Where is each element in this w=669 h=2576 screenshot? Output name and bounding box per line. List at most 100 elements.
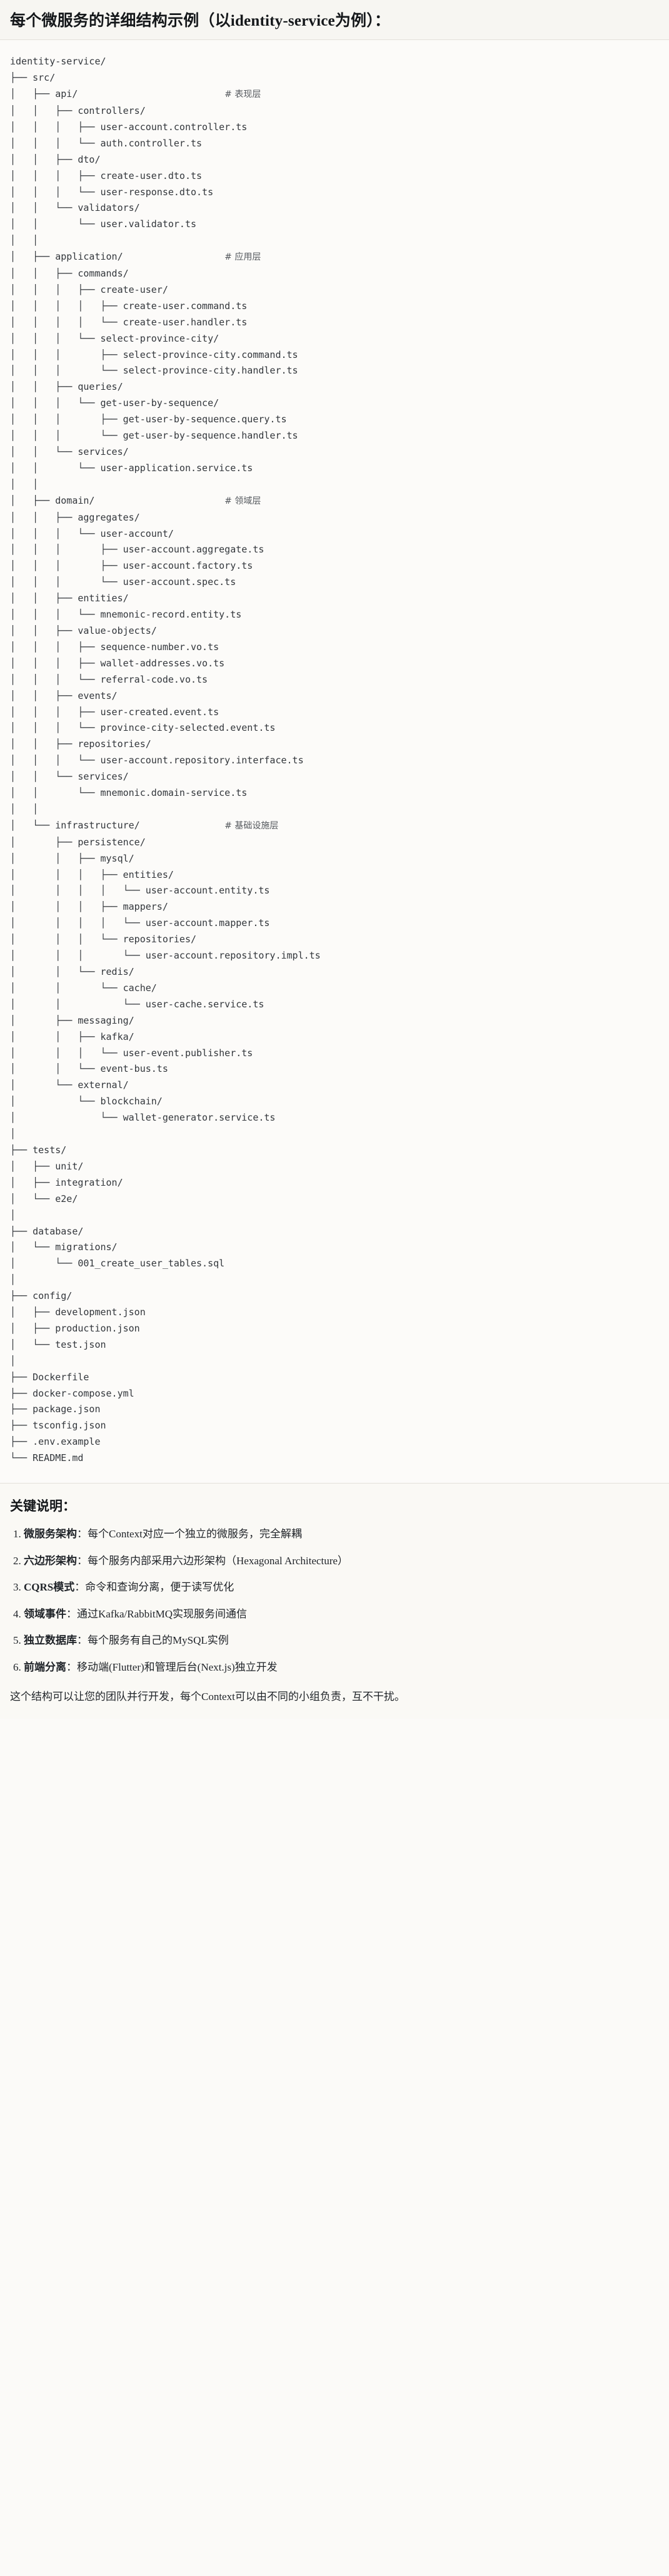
closing-paragraph: 这个结构可以让您的团队并行开发，每个Context可以由不同的小组负责，互不干扰… [10,1691,405,1703]
key-point-term: 微服务架构 [24,1528,77,1540]
tree-line: │ │ │ ├── user-created.event.ts [10,706,219,718]
document-header: 每个微服务的详细结构示例（以identity-service为例）： [0,0,669,41]
tree-line: │ │ │ ├── wallet-addresses.vo.ts [10,657,225,669]
tree-line: │ │ │ ├── sequence-number.vo.ts [10,641,219,653]
tree-line: │ │ │ └── user-account.repository.impl.t… [10,950,321,962]
key-point-description: ：每个服务有自己的MySQL实例 [77,1634,229,1647]
directory-tree: identity-service/ ├── src/ │ ├── api/ # 表现… [10,54,659,1467]
key-point-item: 微服务架构：每个Context对应一个独立的微服务，完全解耦 [24,1526,659,1542]
tree-line: │ │ └── services/ [10,771,129,783]
tree-line: │ │ ├── controllers/ [10,104,146,116]
tree-line: │ └── e2e/ [10,1193,78,1204]
key-point-item: CQRS模式：命令和查询分离，便于读写优化 [24,1579,659,1596]
tree-line: │ │ ├── repositories/ [10,738,151,750]
tree-path: │ ├── application/ [10,251,225,263]
document-page: 每个微服务的详细结构示例（以identity-service为例）： ident… [0,0,669,1719]
tree-path: │ ├── api/ [10,88,225,100]
tree-line: │ │ ├── value-objects/ [10,624,157,636]
tree-line: │ │ └── cache/ [10,982,157,994]
tree-line: │ ├── messaging/ [10,1014,134,1026]
tree-line: ├── package.json [10,1403,101,1415]
tree-line: │ │ └── mnemonic.domain-service.ts [10,787,248,799]
tree-line: │ [10,1209,16,1221]
key-point-item: 领域事件：通过Kafka/RabbitMQ实现服务间通信 [24,1606,659,1622]
tree-line: ├── tsconfig.json [10,1420,106,1432]
tree-line: identity-service/ [10,56,106,68]
tree-line: │ ├── integration/ [10,1176,123,1188]
tree-line: │ │ └── redis/ [10,966,134,977]
key-point-item: 六边形架构：每个服务内部采用六边形架构（Hexagonal Architectu… [24,1553,659,1569]
tree-line: │ │ │ └── auth.controller.ts [10,137,203,149]
tree-line: │ ├── application/ # 应用层 [10,249,659,266]
key-points-title: 关键说明： [10,1499,76,1514]
tree-line: │ │ │ ├── create-user.dto.ts [10,170,203,181]
tree-layer-comment: # 表现层 [224,89,261,100]
tree-line: │ │ └── event-bus.ts [10,1063,168,1075]
tree-line: │ │ │ │ └── create-user.handler.ts [10,316,248,328]
tree-line: │ │ │ └── user-response.dto.ts [10,186,214,198]
tree-line: │ │ │ └── select-province-city/ [10,332,219,344]
tree-line: │ │ └── validators/ [10,202,140,214]
tree-line: ├── tests/ [10,1144,67,1156]
tree-line: ├── Dockerfile [10,1371,89,1383]
key-points-block: 关键说明： 微服务架构：每个Context对应一个独立的微服务，完全解耦六边形架… [0,1484,669,1719]
tree-line: │ └── wallet-generator.service.ts [10,1112,276,1124]
tree-line: │ ├── production.json [10,1322,140,1334]
tree-line: │ │ │ ├── user-account.aggregate.ts [10,544,264,556]
tree-line: │ └── blockchain/ [10,1096,163,1107]
tree-line: │ │ │ ├── entities/ [10,868,174,880]
page-title: 每个微服务的详细结构示例（以identity-service为例）： [10,13,391,29]
tree-line: │ │ │ └── user-account/ [10,527,174,539]
key-point-description: ：命令和查询分离，便于读写优化 [74,1581,234,1594]
tree-line: │ │ ├── events/ [10,690,118,701]
tree-line: │ │ │ │ └── user-account.mapper.ts [10,917,270,929]
tree-line: │ ├── api/ # 表现层 [10,86,659,103]
tree-layer-comment: # 应用层 [224,252,261,263]
tree-line: │ │ │ ├── user-account.controller.ts [10,121,248,133]
tree-line: │ ├── development.json [10,1306,146,1318]
key-point-term: 领域事件 [24,1607,66,1620]
tree-line: │ │ │ ├── user-account.factory.ts [10,560,253,572]
tree-line: ├── src/ [10,72,56,84]
tree-line: │ └── external/ [10,1079,129,1091]
key-point-description: ：每个服务内部采用六边形架构（Hexagonal Architecture） [77,1554,348,1567]
tree-line: │ ├── domain/ # 领域层 [10,493,659,510]
tree-line: │ [10,1128,16,1140]
tree-line: │ │ │ ├── create-user/ [10,283,168,295]
tree-line: │ │ ├── aggregates/ [10,511,140,523]
tree-line: │ └── migrations/ [10,1241,118,1253]
tree-path: │ └── infrastructure/ [10,819,225,831]
key-point-term: CQRS模式 [24,1581,75,1594]
tree-line: │ │ │ └── user-event.publisher.ts [10,1047,253,1059]
tree-line: │ │ │ ├── select-province-city.command.t… [10,349,298,360]
tree-line: ├── .env.example [10,1436,101,1448]
tree-line: │ │ │ └── select-province-city.handler.t… [10,365,298,377]
tree-line: │ └── test.json [10,1338,106,1350]
key-point-term: 独立数据库 [24,1634,77,1647]
tree-line: │ │ │ └── province-city-selected.event.t… [10,722,276,734]
tree-line: │ │ │ ├── get-user-by-sequence.query.ts [10,414,287,425]
key-points-list: 微服务架构：每个Context对应一个独立的微服务，完全解耦六边形架构：每个服务… [10,1526,659,1675]
directory-tree-block: identity-service/ ├── src/ │ ├── api/ # 表现… [0,40,669,1484]
tree-line: │ │ └── user-cache.service.ts [10,998,264,1010]
tree-line: │ │ │ └── repositories/ [10,934,197,945]
tree-line: │ └── 001_create_user_tables.sql [10,1258,225,1270]
tree-line: │ │ │ └── get-user-by-sequence.handler.t… [10,430,298,442]
key-point-description: ：通过Kafka/RabbitMQ实现服务间通信 [66,1607,247,1620]
tree-line: │ │ [10,803,39,815]
tree-line: │ │ │ └── user-account.spec.ts [10,576,236,588]
tree-line: │ │ │ └── referral-code.vo.ts [10,673,208,685]
tree-line: │ [10,1274,16,1286]
tree-line: │ │ └── services/ [10,446,129,457]
tree-line: │ │ │ │ └── user-account.entity.ts [10,885,270,897]
tree-line: │ ├── persistence/ [10,836,146,848]
key-point-description: ：移动端(Flutter)和管理后台(Next.js)独立开发 [66,1661,278,1673]
tree-line: │ │ ├── entities/ [10,593,129,604]
tree-line: │ │ │ └── user-account.repository.interf… [10,755,304,766]
tree-layer-comment: # 领域层 [224,496,261,506]
tree-line: │ │ └── user.validator.ts [10,218,197,230]
tree-line: │ │ ├── queries/ [10,381,123,393]
tree-line: │ └── infrastructure/ # 基础设施层 [10,818,659,835]
key-point-item: 独立数据库：每个服务有自己的MySQL实例 [24,1632,659,1649]
tree-line: │ │ [10,235,39,247]
